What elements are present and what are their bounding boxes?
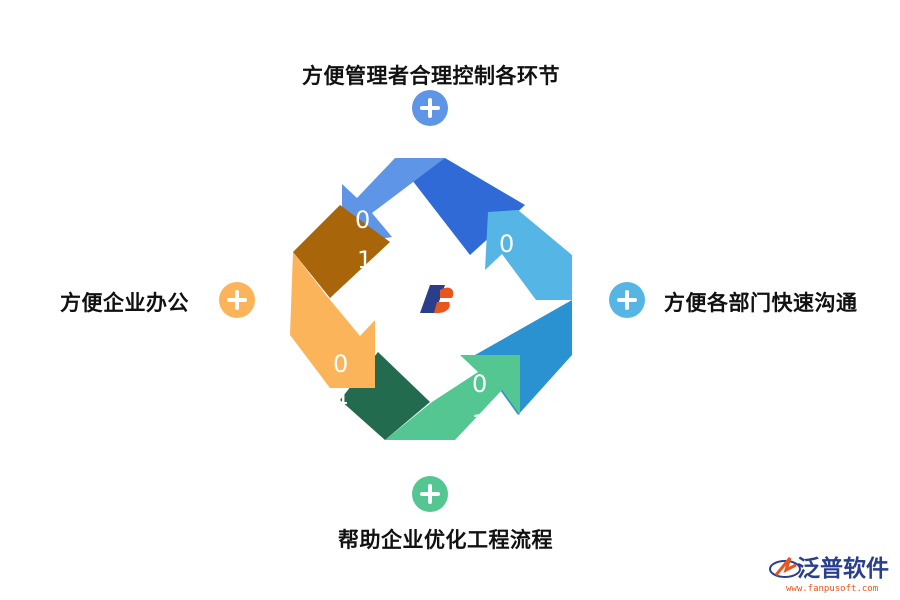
item-1-num: 0 (355, 206, 370, 234)
item-1-label: 方便管理者合理控制各环节 (302, 64, 560, 88)
arrow-1-body (342, 158, 445, 245)
item-4-label: 方便企业办公 (60, 291, 189, 315)
item-3-plus-icon (412, 476, 448, 512)
watermark: 泛普软件 www.fanpusoft.com (769, 555, 889, 594)
arrow-3-body (385, 355, 520, 440)
arrow-4-body (290, 252, 375, 388)
item-2-num-2: 2 (502, 268, 517, 296)
item-3-label: 帮助企业优化工程流程 (338, 528, 553, 552)
item-1-num-2: 1 (357, 246, 372, 274)
watermark-name: 泛普软件 (797, 555, 889, 582)
item-1-plus-icon (412, 90, 448, 126)
arrow-2-body (485, 210, 572, 300)
item-4-num-2: 4 (333, 386, 348, 414)
item-3-num-2: 3 (472, 410, 487, 438)
watermark-logo-icon (769, 557, 801, 578)
item-3-num: 0 (472, 370, 487, 398)
item-4-plus-icon (219, 282, 255, 318)
item-2-plus-icon (609, 282, 645, 318)
center-logo-icon (420, 285, 454, 314)
item-4-num: 0 (333, 350, 348, 378)
watermark-url: www.fanpusoft.com (786, 584, 878, 594)
arrow-4-tail (293, 205, 390, 298)
item-2-num: 0 (499, 230, 514, 258)
item-2-label: 方便各部门快速沟通 (664, 291, 858, 315)
